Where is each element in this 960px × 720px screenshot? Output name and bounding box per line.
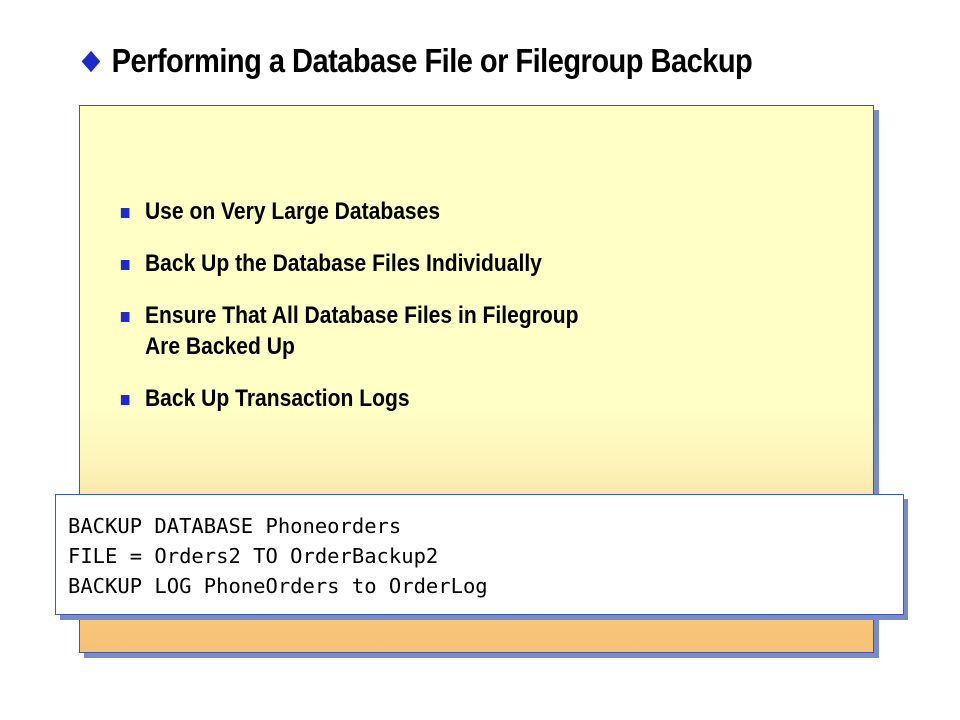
- diamond-bullet-icon: [81, 50, 101, 72]
- bullet-item: Back Up Transaction Logs: [120, 383, 579, 414]
- bullet-text: Back Up the Database Files Individually: [144, 250, 542, 277]
- bullet-item: Back Up the Database Files Individually: [120, 248, 579, 279]
- square-bullet-icon: [120, 208, 130, 218]
- code-line: BACKUP DATABASE Phoneorders: [68, 514, 402, 538]
- square-bullet-icon: [120, 312, 130, 322]
- bullet-item: Ensure That All Database Files in Filegr…: [120, 300, 579, 362]
- square-bullet-icon: [120, 260, 130, 270]
- bullet-text: Ensure That All Database Files in Filegr…: [144, 302, 579, 329]
- bullet-text-continuation: Are Backed Up: [144, 333, 295, 360]
- bullet-item: Use on Very Large Databases: [120, 196, 579, 227]
- bullet-text: Back Up Transaction Logs: [144, 385, 410, 412]
- code-line: FILE = Orders2 TO OrderBackup2: [68, 544, 439, 568]
- code-block: BACKUP DATABASE Phoneorders FILE = Order…: [68, 511, 488, 601]
- code-box: BACKUP DATABASE Phoneorders FILE = Order…: [55, 494, 904, 615]
- slide-title: Performing a Database File or Filegroup …: [80, 36, 753, 86]
- square-bullet-icon: [120, 395, 130, 405]
- bullet-list: Use on Very Large Databases Back Up the …: [120, 196, 653, 435]
- slide-title-text: Performing a Database File or Filegroup …: [111, 42, 753, 79]
- bullet-text: Use on Very Large Databases: [144, 198, 441, 225]
- code-line: BACKUP LOG PhoneOrders to OrderLog: [68, 574, 488, 598]
